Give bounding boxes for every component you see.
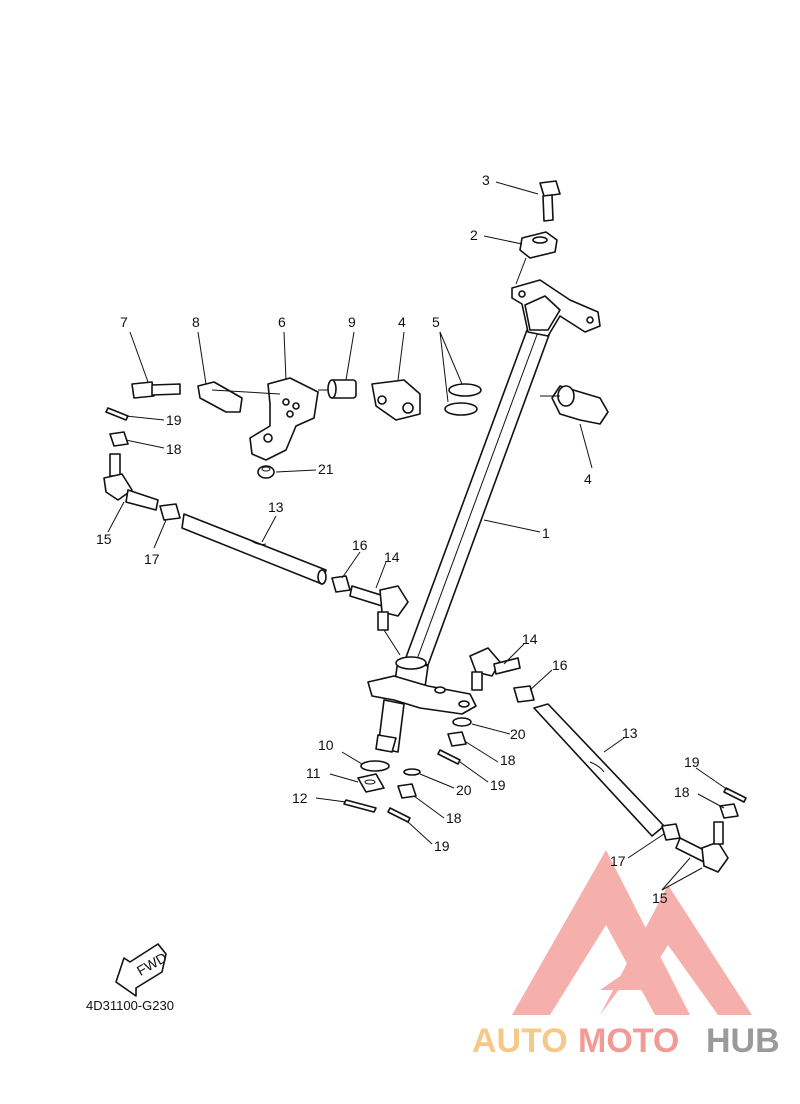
watermark-inner-mark — [600, 968, 645, 990]
callout-15-left: 15 — [96, 531, 112, 547]
callout-4-right: 4 — [584, 471, 592, 487]
callout-19-lower: 19 — [434, 838, 450, 854]
callout-14-middle: 14 — [522, 631, 538, 647]
cotter-pin-left — [105, 407, 129, 421]
lock-nut-upper — [331, 575, 351, 593]
watermark-logo — [512, 850, 752, 1015]
collar-bracket — [519, 231, 558, 259]
callout-16-middle: 16 — [552, 657, 568, 673]
circlip-pair — [444, 383, 482, 416]
callout-labels: 3 2 7 8 6 9 4 5 4 19 18 21 13 1 15 17 16… — [96, 172, 700, 906]
callout-13-right: 13 — [622, 725, 638, 741]
watermark-auto: AUTO — [472, 1022, 568, 1060]
callout-4-left: 4 — [398, 314, 406, 330]
callout-8: 8 — [192, 314, 200, 330]
callout-3: 3 — [482, 172, 490, 188]
cotter-pin-middle — [437, 749, 461, 765]
callout-9: 9 — [348, 314, 356, 330]
lock-nut-left — [159, 503, 181, 521]
split-pin-lower — [343, 799, 377, 813]
plain-washer — [360, 760, 390, 772]
tie-rod-end-middle — [469, 647, 521, 691]
grommet — [257, 465, 275, 479]
callout-18-middle: 18 — [500, 752, 516, 768]
callout-2: 2 — [470, 227, 478, 243]
castle-nut-left — [109, 431, 129, 447]
tie-rod-end-upper — [349, 585, 409, 656]
steering-shaft — [367, 279, 601, 753]
callout-16-upper: 16 — [352, 537, 368, 553]
tie-rod-end-left — [103, 453, 159, 511]
castle-nut-right — [719, 803, 739, 819]
callout-19-right: 19 — [684, 754, 700, 770]
callout-20-lower: 20 — [456, 782, 472, 798]
callout-11: 11 — [306, 765, 321, 781]
fwd-arrow: FWD — [115, 943, 169, 997]
shaft-nut — [357, 773, 385, 793]
callout-19-middle: 19 — [490, 777, 506, 793]
callout-18-left: 18 — [166, 441, 182, 457]
cotter-pin-lower — [387, 807, 411, 823]
cotter-pin-right — [723, 787, 747, 803]
lock-nut-right — [661, 823, 681, 841]
callout-18-lower: 18 — [446, 810, 462, 826]
watermark-text: AUTO MOTO HUB — [472, 1022, 780, 1060]
shaft-bushing-right — [551, 385, 609, 425]
callout-13-left: 13 — [268, 499, 284, 515]
callout-1: 1 — [542, 525, 550, 541]
hex-bolt — [131, 381, 181, 399]
tie-rod-end-right — [675, 821, 729, 873]
watermark-moto: MOTO — [578, 1022, 679, 1060]
castle-nut-lower — [397, 783, 417, 799]
callout-5: 5 — [432, 314, 440, 330]
tie-rod-left — [181, 513, 327, 585]
diagram-code: 4D31100-G230 — [86, 998, 174, 1013]
callout-18-right: 18 — [674, 784, 690, 800]
castle-nut-middle — [447, 731, 467, 747]
callout-17-right: 17 — [610, 853, 626, 869]
callout-15-right: 15 — [652, 890, 668, 906]
lock-nut-middle — [513, 685, 535, 703]
callout-10: 10 — [318, 737, 334, 753]
flange-bolt — [539, 180, 561, 222]
callout-17-left: 17 — [144, 551, 160, 567]
lock-plate — [197, 381, 281, 413]
callout-14-upper: 14 — [384, 549, 400, 565]
callout-21: 21 — [318, 461, 334, 477]
callout-19-left: 19 — [166, 412, 182, 428]
leader-lines — [107, 181, 729, 891]
tie-rod-right — [533, 703, 665, 837]
callout-7: 7 — [120, 314, 128, 330]
callout-6: 6 — [278, 314, 286, 330]
watermark-hub: HUB — [706, 1022, 780, 1060]
collar-spacer — [318, 379, 357, 399]
washer-lower — [403, 768, 421, 776]
callout-20-upper: 20 — [510, 726, 526, 742]
shaft-bushing-left — [371, 379, 421, 421]
mount-bracket — [249, 377, 319, 461]
callout-12: 12 — [292, 790, 308, 806]
washer-upper — [452, 717, 472, 727]
